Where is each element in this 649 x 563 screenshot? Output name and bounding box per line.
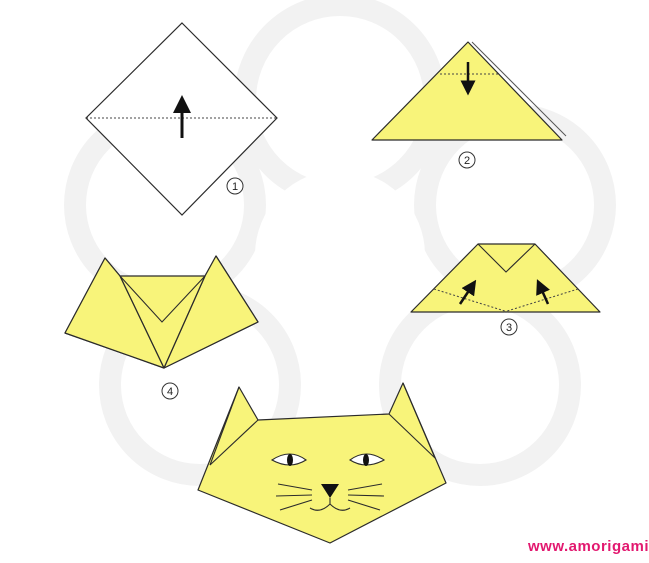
yellow-triangle: [372, 42, 562, 140]
cat-face-shape: [198, 383, 446, 543]
cat-face-result: [198, 383, 446, 543]
step-4-diagram: 4: [65, 256, 258, 399]
step-1-number: 1: [232, 181, 238, 193]
step-3-number: 3: [506, 322, 512, 334]
step-4-number: 4: [167, 386, 173, 398]
step-2-diagram: 2: [372, 42, 566, 168]
step-2-number: 2: [464, 155, 470, 167]
site-watermark-text: www.amorigami: [528, 538, 649, 555]
